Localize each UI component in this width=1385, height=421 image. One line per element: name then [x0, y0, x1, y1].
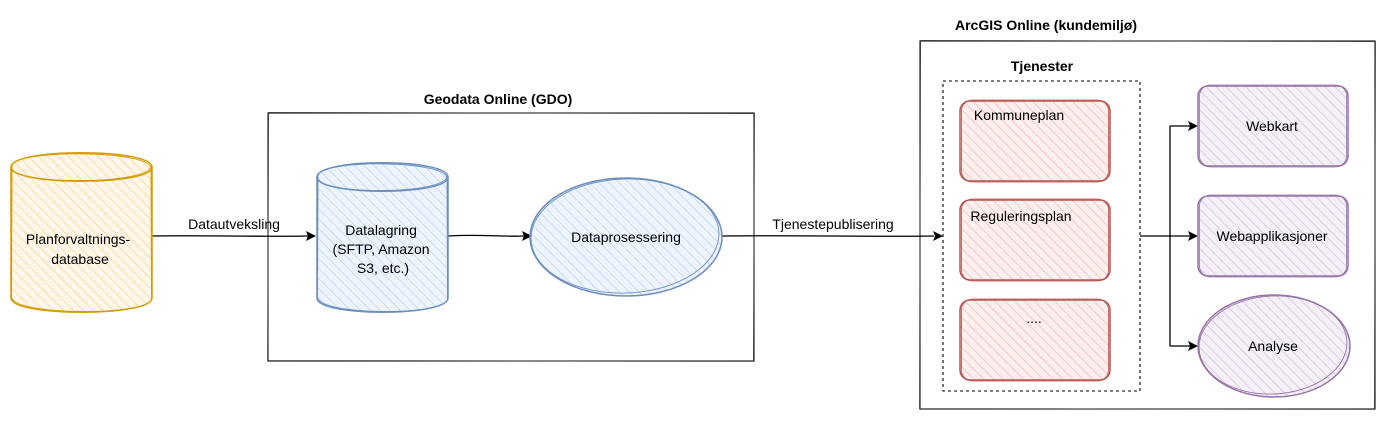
kommuneplan-label: Kommuneplan	[974, 107, 1064, 123]
planforvaltning-label-line2: database	[51, 251, 109, 267]
reguleringsplan-node	[959, 198, 1111, 282]
edge-label-publishing: Tjenestepublisering	[772, 216, 893, 232]
reguleringsplan-label: Reguleringsplan	[970, 208, 1071, 224]
webapplikasjoner-label: Webapplikasjoner	[1216, 228, 1327, 244]
edge-dataexchange	[151, 231, 316, 241]
planforvaltning-label-line1: Planforvaltnings-	[26, 231, 131, 247]
datalagring-label: Datalagring (SFTP, Amazon S3, etc.)	[333, 222, 434, 276]
more-services-node	[959, 298, 1111, 382]
datalagring-label-line1: Datalagring	[345, 222, 417, 238]
edge-fanout	[1140, 121, 1198, 351]
arcgis-container	[919, 39, 1376, 410]
datalagring-label-line3: S3, etc.)	[357, 260, 409, 276]
analyse-label: Analyse	[1248, 338, 1298, 354]
edge-publishing	[721, 231, 943, 241]
edge-storage-to-processing	[447, 231, 532, 241]
kommuneplan-node	[959, 99, 1111, 183]
dataprosessering-label: Dataprosessering	[571, 229, 681, 245]
planforvaltning-label: Planforvaltnings- database	[26, 231, 134, 267]
analyse-node	[1197, 294, 1351, 398]
webapplikasjoner-node	[1197, 194, 1349, 278]
webkart-label: Webkart	[1246, 118, 1298, 134]
planforvaltning-database-node	[10, 152, 153, 313]
more-services-label: ....	[1026, 310, 1042, 326]
datalagring-node	[316, 162, 449, 313]
dataprosessering-node	[529, 177, 723, 297]
gdo-container	[267, 111, 755, 362]
arcgis-title: ArcGIS Online (kundemiljø)	[955, 17, 1137, 33]
gdo-title: Geodata Online (GDO)	[424, 91, 573, 107]
edge-label-dataexchange: Datautveksling	[188, 216, 280, 232]
datalagring-label-line2: (SFTP, Amazon	[333, 241, 430, 257]
services-title: Tjenester	[1011, 58, 1074, 74]
webkart-node	[1197, 84, 1349, 168]
